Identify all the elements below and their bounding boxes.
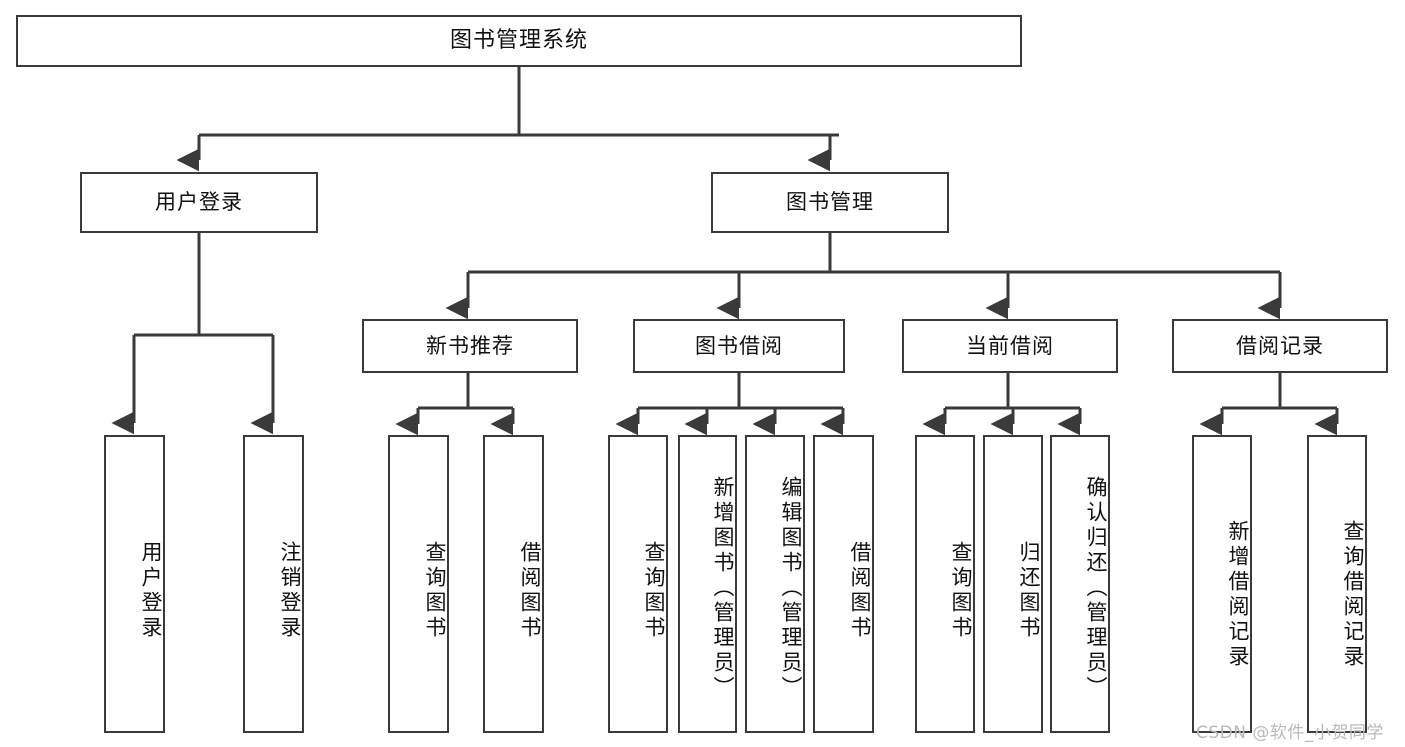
node-leaf-add-borrow-record[interactable]: 新增借阅记录 (1192, 435, 1252, 733)
node-leaf-logout-label: 注销登录 (278, 541, 302, 641)
node-leaf-borrow-book-label: 借阅图书 (848, 541, 872, 641)
node-leaf-add-book-admin-label: 新增图书（管理员） (711, 475, 735, 701)
node-new-book-recommend-label: 新书推荐 (426, 333, 514, 358)
node-book-borrow-label: 图书借阅 (695, 333, 783, 358)
node-leaf-return-book[interactable]: 归还图书 (983, 435, 1043, 733)
node-leaf-query-book-current[interactable]: 查询图书 (915, 435, 975, 733)
node-leaf-borrow-book-recommend-label: 借阅图书 (518, 541, 542, 641)
node-leaf-borrow-book-recommend[interactable]: 借阅图书 (483, 435, 544, 733)
node-leaf-logout[interactable]: 注销登录 (243, 435, 304, 733)
csdn-watermark: CSDN @软件_小贺同学 (1196, 723, 1384, 743)
node-leaf-confirm-return-admin-label: 确认归还（管理员） (1084, 475, 1108, 701)
node-current-borrow[interactable]: 当前借阅 (902, 319, 1118, 373)
node-leaf-user-login[interactable]: 用户登录 (104, 435, 165, 733)
node-leaf-query-book-borrow-label: 查询图书 (642, 541, 666, 641)
node-current-borrow-label: 当前借阅 (966, 333, 1054, 358)
node-root-label: 图书管理系统 (449, 28, 588, 54)
node-book-borrow[interactable]: 图书借阅 (633, 319, 845, 373)
node-new-book-recommend[interactable]: 新书推荐 (362, 319, 578, 373)
node-leaf-user-login-label: 用户登录 (139, 541, 163, 641)
node-book-management-label: 图书管理 (786, 190, 874, 215)
node-leaf-query-book-recommend[interactable]: 查询图书 (388, 435, 449, 733)
node-borrow-record[interactable]: 借阅记录 (1172, 319, 1388, 373)
node-leaf-return-book-label: 归还图书 (1017, 541, 1041, 641)
node-book-management[interactable]: 图书管理 (711, 172, 949, 233)
node-leaf-query-book-recommend-label: 查询图书 (423, 541, 447, 641)
node-leaf-edit-book-admin[interactable]: 编辑图书（管理员） (745, 435, 805, 733)
node-leaf-add-book-admin[interactable]: 新增图书（管理员） (678, 435, 737, 733)
node-leaf-borrow-book[interactable]: 借阅图书 (813, 435, 874, 733)
node-root[interactable]: 图书管理系统 (16, 15, 1022, 67)
node-leaf-query-borrow-record-label: 查询借阅记录 (1341, 520, 1365, 670)
node-leaf-query-book-current-label: 查询图书 (949, 541, 973, 641)
node-leaf-confirm-return-admin[interactable]: 确认归还（管理员） (1050, 435, 1110, 733)
node-user-login-label: 用户登录 (155, 190, 243, 215)
node-leaf-query-book-borrow[interactable]: 查询图书 (608, 435, 668, 733)
node-user-login[interactable]: 用户登录 (80, 172, 318, 233)
node-leaf-add-borrow-record-label: 新增借阅记录 (1226, 520, 1250, 670)
node-leaf-edit-book-admin-label: 编辑图书（管理员） (779, 475, 803, 701)
node-leaf-query-borrow-record[interactable]: 查询借阅记录 (1307, 435, 1367, 733)
node-borrow-record-label: 借阅记录 (1236, 333, 1324, 358)
